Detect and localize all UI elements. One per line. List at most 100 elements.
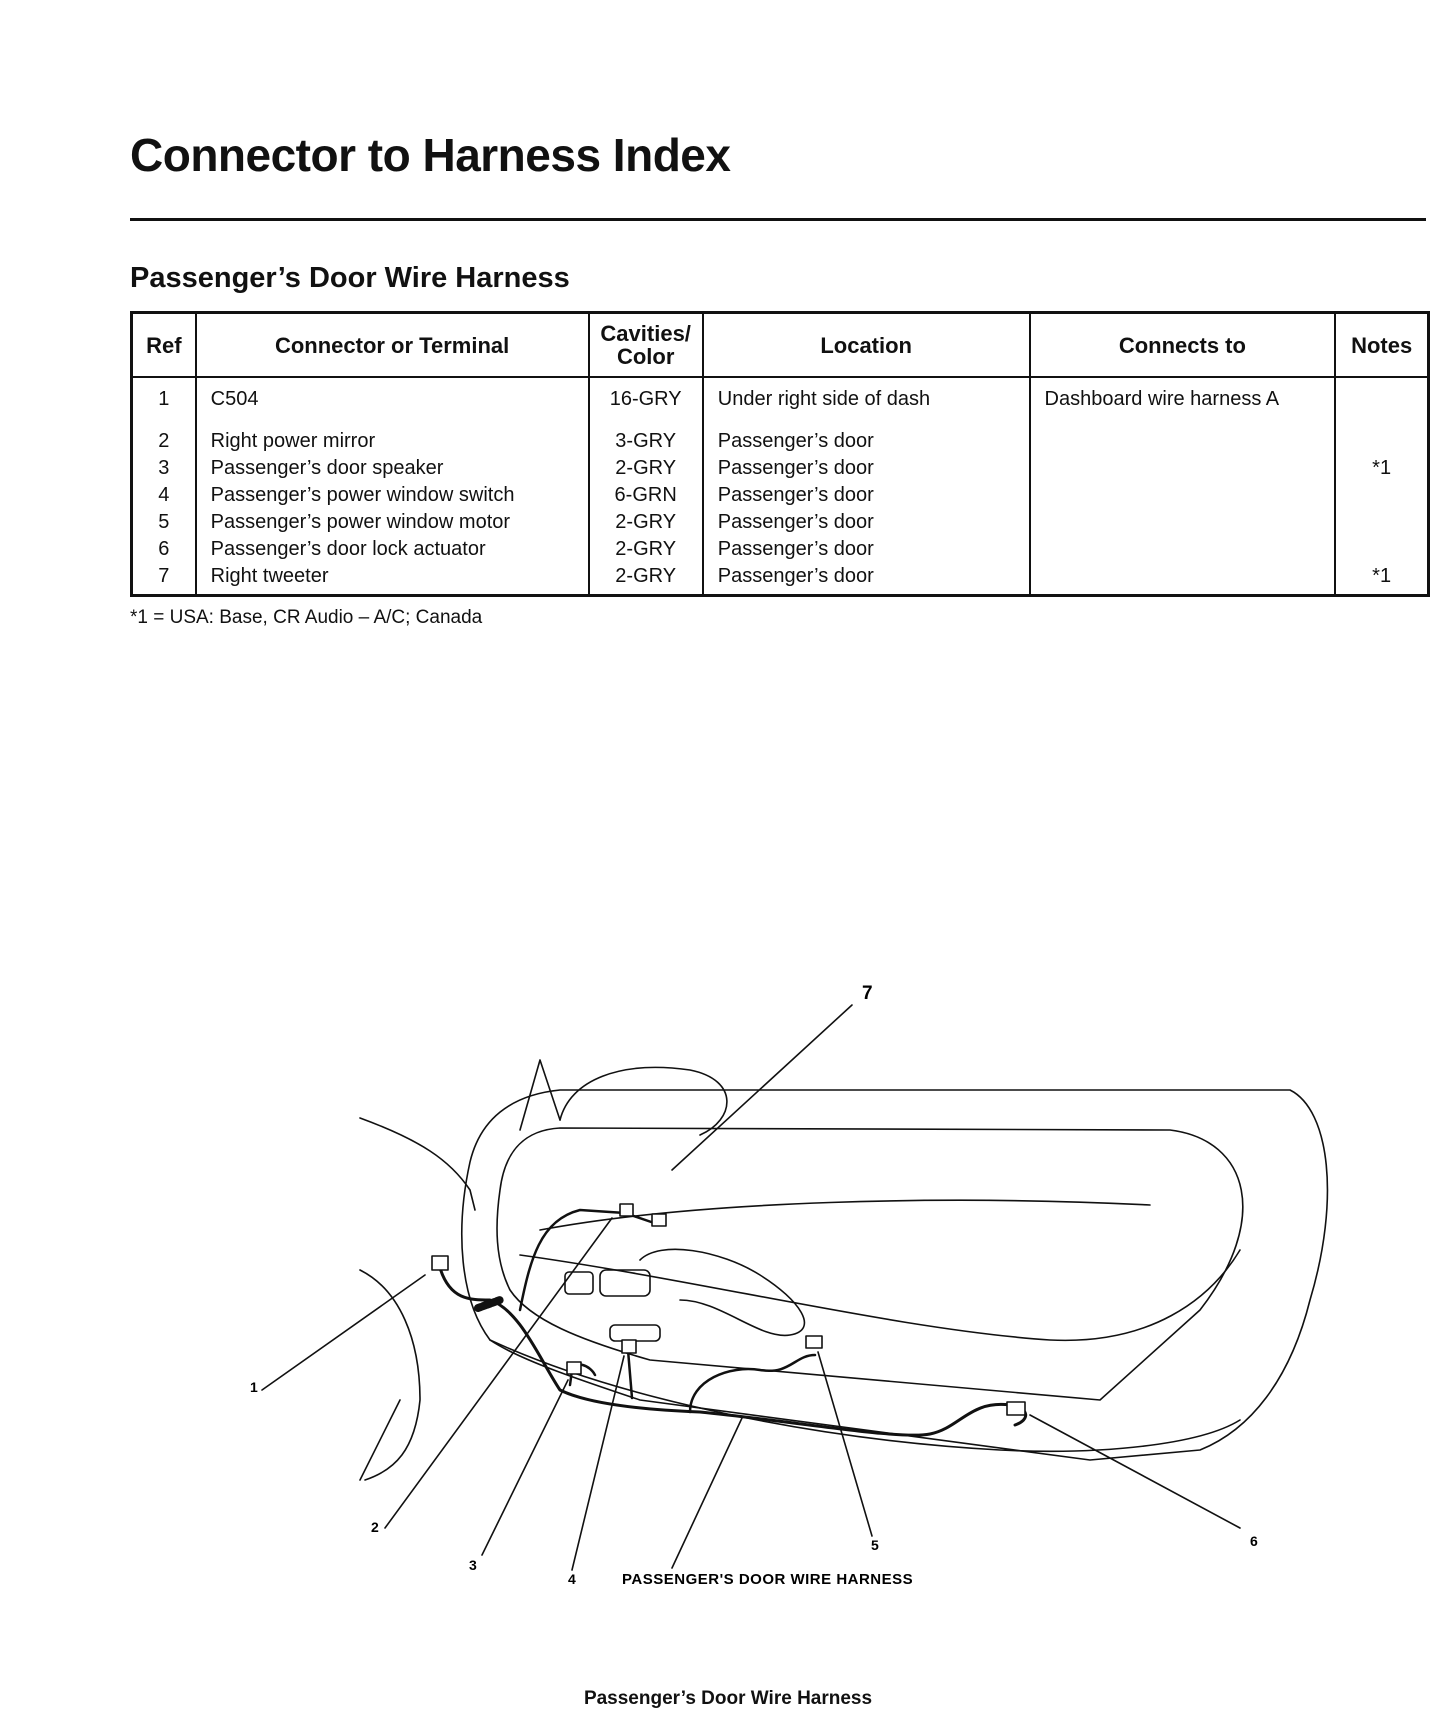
- cell-location: Under right side of dash: [701, 377, 1031, 428]
- door-bottom-edge: [489, 1339, 1241, 1453]
- table-row: 6 Passenger’s door lock actuator 2-GRY P…: [130, 536, 1430, 563]
- callout-2: 2: [371, 1519, 379, 1535]
- cell-ref: 7: [130, 563, 197, 596]
- header-location: Location: [701, 311, 1031, 378]
- cell-notes: [1334, 482, 1430, 509]
- cell-ref: 5: [130, 509, 197, 536]
- harness-grommet: [474, 1296, 504, 1312]
- section-title: Passenger’s Door Wire Harness: [130, 262, 570, 294]
- harness-label: PASSENGER'S DOOR WIRE HARNESS: [622, 1571, 913, 1588]
- cell-ref: 3: [130, 455, 197, 482]
- callout-5: 5: [871, 1537, 879, 1553]
- header-notes: Notes: [1334, 311, 1430, 378]
- harness-branch-switch: [626, 1348, 634, 1400]
- leader-line-6: [1029, 1414, 1241, 1529]
- cell-cavities: 2-GRY: [587, 536, 704, 563]
- mirror-outline: [559, 1066, 728, 1136]
- cell-cavities: 2-GRY: [587, 509, 704, 536]
- cell-ref: 4: [130, 482, 197, 509]
- harness-main-wire: [438, 1266, 1028, 1437]
- leader-line-5: [817, 1351, 873, 1537]
- pillar-outline: [519, 1059, 561, 1131]
- cell-location: Passenger’s door: [701, 536, 1031, 563]
- connector-mirror-2: [651, 1213, 667, 1227]
- connector-index-table: Ref Connector or Terminal Cavities/Color…: [130, 311, 1430, 597]
- armrest-outline: [639, 1248, 806, 1337]
- callout-6: 6: [1250, 1533, 1258, 1549]
- cell-notes: [1334, 509, 1430, 536]
- cell-cavities: 6-GRN: [587, 482, 704, 509]
- cell-ref: 2: [130, 428, 197, 455]
- cell-connector: Passenger’s power window motor: [194, 509, 590, 536]
- connector-mirror: [619, 1203, 634, 1217]
- dash-outline: [359, 1117, 476, 1211]
- connector-c504: [431, 1255, 449, 1271]
- cell-connector: C504: [194, 377, 590, 428]
- connector-speaker: [566, 1361, 582, 1375]
- cell-location: Passenger’s door: [701, 563, 1031, 596]
- cell-notes: *1: [1334, 455, 1430, 482]
- sill-line: [359, 1399, 401, 1481]
- cell-connector: Right power mirror: [194, 428, 590, 455]
- leader-line-harness: [671, 1417, 743, 1569]
- figure-caption: Passenger’s Door Wire Harness: [583, 1688, 873, 1709]
- cell-location: Passenger’s door: [701, 455, 1031, 482]
- leader-line-2: [384, 1217, 613, 1529]
- header-cavities-line2: Color: [616, 344, 675, 369]
- cell-cavities: 16-GRY: [587, 377, 704, 428]
- header-ref: Ref: [130, 311, 197, 378]
- door-handle: [609, 1324, 661, 1342]
- connector-motor: [805, 1335, 823, 1349]
- cell-connects-to: [1028, 536, 1337, 563]
- cell-connects-to: [1028, 509, 1337, 536]
- cell-connector: Passenger’s door speaker: [194, 455, 590, 482]
- cell-notes: *1: [1334, 563, 1430, 596]
- door-harness-diagram: 1 2 3 4 5 6 7 PASSENGER'S DOOR WIRE HARN…: [250, 983, 1329, 1588]
- cell-connects-to: [1028, 482, 1337, 509]
- cell-ref: 6: [130, 536, 197, 563]
- door-inner-outline: [496, 1127, 1244, 1401]
- cell-location: Passenger’s door: [701, 509, 1031, 536]
- table-row: 5 Passenger’s power window motor 2-GRY P…: [130, 509, 1430, 536]
- header-cavities: Cavities/Color: [587, 311, 704, 378]
- harness-branch-mirror: [518, 1208, 662, 1312]
- callout-7: 7: [862, 983, 873, 1004]
- leader-line-3: [481, 1379, 569, 1556]
- cell-notes: [1334, 428, 1430, 455]
- table-footnote: *1 = USA: Base, CR Audio – A/C; Canada: [130, 607, 483, 628]
- callout-3: 3: [469, 1557, 477, 1573]
- window-switch-panel-2: [599, 1269, 651, 1297]
- leader-line-4: [571, 1355, 625, 1571]
- table-row: 7 Right tweeter 2-GRY Passenger’s door *…: [130, 563, 1430, 596]
- title-divider: [130, 218, 1426, 221]
- header-connector: Connector or Terminal: [194, 311, 590, 378]
- door-panel-line: [519, 1249, 1241, 1342]
- callout-4: 4: [568, 1571, 576, 1587]
- door-outer-outline: [461, 1089, 1329, 1461]
- table-row: 4 Passenger’s power window switch 6-GRN …: [130, 482, 1430, 509]
- cell-connector: Right tweeter: [194, 563, 590, 596]
- cell-notes: [1334, 536, 1430, 563]
- cell-location: Passenger’s door: [701, 482, 1031, 509]
- table-row: 1 C504 16-GRY Under right side of dash D…: [130, 377, 1430, 428]
- table-header-row: Ref Connector or Terminal Cavities/Color…: [130, 311, 1430, 378]
- page-title: Connector to Harness Index: [130, 129, 731, 181]
- callout-1: 1: [250, 1379, 258, 1395]
- leader-line-7: [671, 1004, 853, 1171]
- header-connects-to: Connects to: [1028, 311, 1337, 378]
- connector-lock: [1006, 1401, 1026, 1416]
- cell-connector: Passenger’s door lock actuator: [194, 536, 590, 563]
- leader-line-1: [261, 1274, 426, 1391]
- table-row: 3 Passenger’s door speaker 2-GRY Passeng…: [130, 455, 1430, 482]
- cell-cavities: 2-GRY: [587, 455, 704, 482]
- cell-notes: [1334, 377, 1430, 428]
- cell-location: Passenger’s door: [701, 428, 1031, 455]
- table-row: 2 Right power mirror 3-GRY Passenger’s d…: [130, 428, 1430, 455]
- cell-connects-to: [1028, 428, 1337, 455]
- cell-ref: 1: [130, 377, 197, 428]
- connector-switch: [621, 1339, 637, 1354]
- cell-connects-to: Dashboard wire harness A: [1028, 377, 1337, 428]
- cell-cavities: 3-GRY: [587, 428, 704, 455]
- cell-connector: Passenger’s power window switch: [194, 482, 590, 509]
- cell-cavities: 2-GRY: [587, 563, 704, 596]
